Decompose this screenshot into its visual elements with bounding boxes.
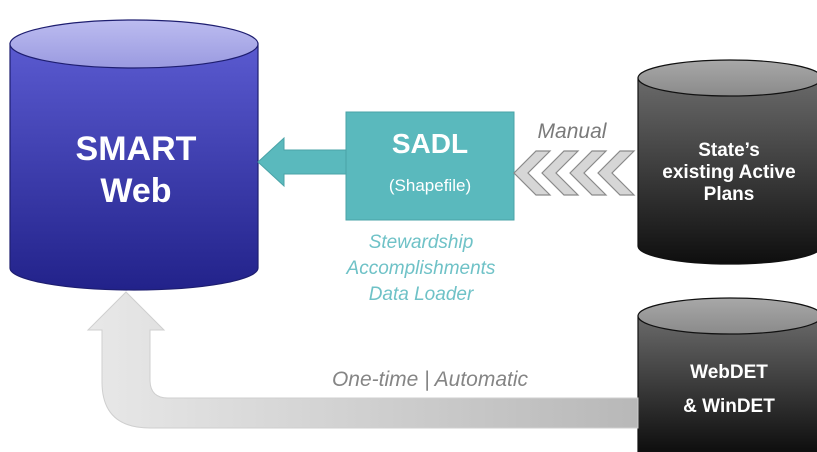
webdet-windet-label: WebDET & WinDET [640,356,817,424]
smart-label-line1: SMART [75,130,197,168]
sadl-description-line: Stewardship [368,232,474,253]
state-plans-line: Plans [703,184,755,205]
onetime-automatic-label: One-time | Automatic [331,368,529,391]
manual-label: Manual [537,120,607,143]
smart-web-label: SMART Web [30,128,242,212]
webdet-windet-database [637,297,817,452]
webdet-line: WebDET [690,362,768,383]
sadl-box [345,111,515,221]
smart-label-line2: Web [100,172,172,210]
sadl-description-line: Data Loader [368,284,474,305]
sadl-description: Stewardship Accomplishments Data Loader [316,230,526,308]
sadl-to-smart-arrow [257,136,347,188]
onetime-return-arrow [86,291,639,429]
state-plans-database [637,59,817,265]
sadl-subtitle: (Shapefile) [388,176,472,195]
sadl-description-line: Accomplishments [346,258,496,279]
webdet-line: & WinDET [683,396,775,417]
state-plans-label: State’s existing Active Plans [640,140,817,206]
manual-chevron-arrow [513,150,636,196]
state-plans-line: existing Active [662,162,796,183]
smart-web-database [9,19,259,291]
state-plans-line: State’s [698,140,760,161]
sadl-title: SADL [391,128,469,159]
